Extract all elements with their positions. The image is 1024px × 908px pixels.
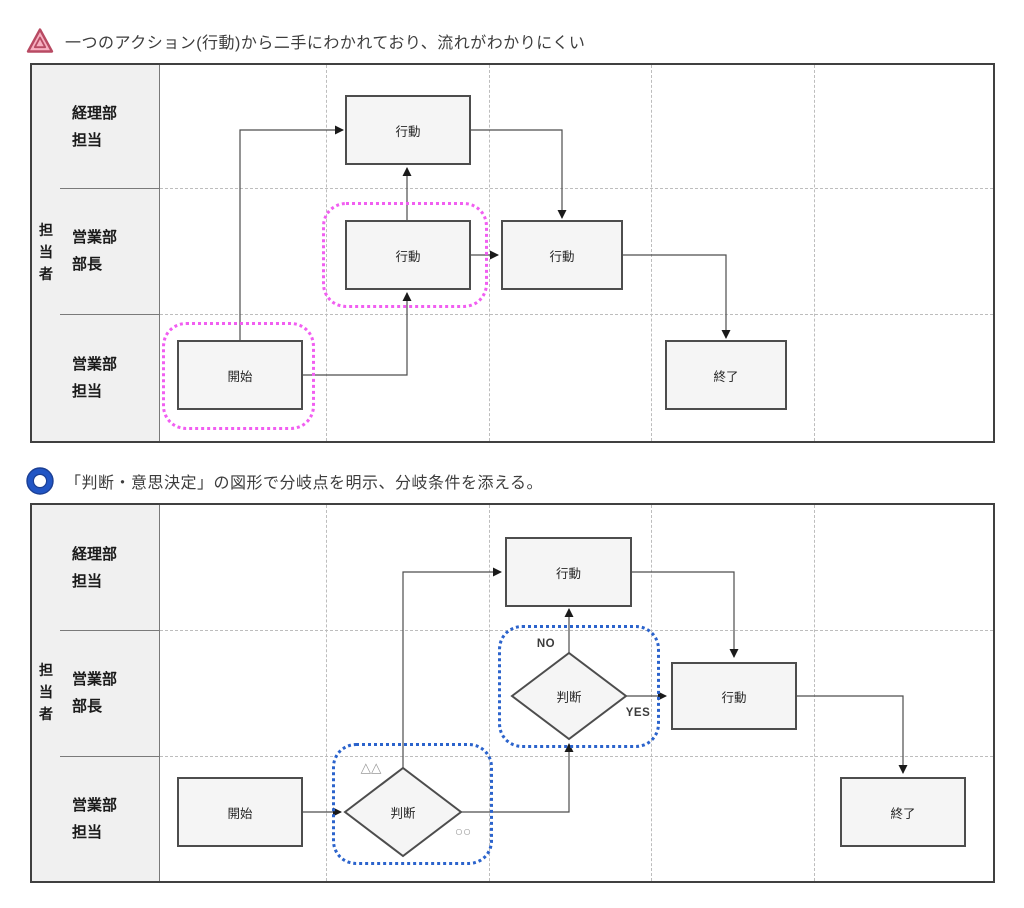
node-label: 行動	[395, 249, 421, 264]
lane-divider	[60, 188, 160, 189]
column-grid-line	[814, 65, 815, 441]
lane-label-accounting: 経理部 担当	[60, 65, 160, 188]
swimlane-diagram-1: 担 当 者 経理部 担当 営業部 部長 営業部 担当 開始 行動 行動 行動	[30, 63, 995, 443]
section1-title: 一つのアクション(行動)から二手にわかれており、流れがわかりにくい	[65, 34, 586, 52]
lane-label-sales-staff: 営業部 担当	[60, 756, 160, 881]
column-grid-line	[489, 65, 490, 441]
node-action-accounting: 行動	[345, 95, 471, 165]
node-end: 終了	[665, 340, 787, 410]
branch-label-no: NO	[536, 638, 556, 650]
connector-action-manager-right-to-end	[623, 254, 731, 339]
lane-divider-dashed	[160, 630, 993, 631]
lane-group-header: 担 当 者	[32, 505, 61, 881]
node-label: 終了	[890, 806, 916, 821]
lane-divider	[60, 756, 160, 757]
node-start: 開始	[177, 777, 303, 847]
column-grid-line	[814, 505, 815, 881]
highlight-blue-decision-manager	[498, 625, 660, 748]
branch-label-triangle: △△	[360, 760, 382, 775]
diamond-label-decision-staff: 判断	[390, 806, 416, 821]
highlight-pink-start	[162, 322, 315, 430]
node-label: 行動	[555, 566, 581, 581]
section1-title-row: 一つのアクション(行動)から二手にわかれており、流れがわかりにくい	[26, 27, 585, 54]
highlight-pink-action	[322, 202, 488, 308]
lane-label-sales-manager: 営業部 部長	[60, 188, 160, 314]
lane-label-accounting: 経理部 担当	[60, 505, 160, 630]
node-action-manager-right: 行動	[501, 220, 623, 290]
lane-divider-dashed	[160, 756, 993, 757]
node-action-accounting: 行動	[505, 537, 632, 607]
diamond-label-decision-manager: 判断	[556, 690, 582, 705]
section2-title-row: 「判断・意思決定」の図形で分岐点を明示、分岐条件を添える。	[26, 467, 543, 495]
lane-divider	[60, 630, 160, 631]
section2-title: 「判断・意思決定」の図形で分岐点を明示、分岐条件を添える。	[65, 475, 544, 492]
column-grid-line	[651, 65, 652, 441]
column-grid-line	[651, 505, 652, 881]
lane-label-sales-staff: 営業部 担当	[60, 314, 160, 441]
connector-action-accounting-to-manager-right	[471, 129, 567, 219]
node-label: 行動	[549, 249, 575, 264]
node-label: 開始	[227, 806, 253, 821]
lane-label-sales-manager: 営業部 部長	[60, 630, 160, 756]
lane-group-header: 担 当 者	[32, 65, 61, 441]
connector-decision-staff-to-action-accounting	[402, 567, 502, 768]
warning-triangle-icon	[26, 28, 54, 53]
lane-divider	[60, 314, 160, 315]
branch-label-yes: YES	[625, 707, 651, 719]
node-label: 終了	[713, 369, 739, 384]
node-action-manager-left: 行動	[345, 220, 471, 290]
lane-divider-dashed	[160, 188, 993, 189]
lane-divider-dashed	[160, 314, 993, 315]
node-end: 終了	[840, 777, 966, 847]
branch-label-circle: ○○	[454, 824, 472, 839]
node-action-manager: 行動	[671, 662, 797, 730]
column-grid-line	[326, 505, 327, 881]
node-label: 開始	[227, 369, 253, 384]
node-label: 行動	[395, 124, 421, 139]
highlight-blue-decision-staff	[332, 743, 493, 865]
connector-action-manager-to-end	[797, 695, 908, 774]
node-start: 開始	[177, 340, 303, 410]
node-label: 行動	[721, 690, 747, 705]
blue-ring-icon	[26, 467, 54, 495]
swimlane-diagram-2: 担 当 者 経理部 担当 営業部 部長 営業部 担当 開始	[30, 503, 995, 883]
